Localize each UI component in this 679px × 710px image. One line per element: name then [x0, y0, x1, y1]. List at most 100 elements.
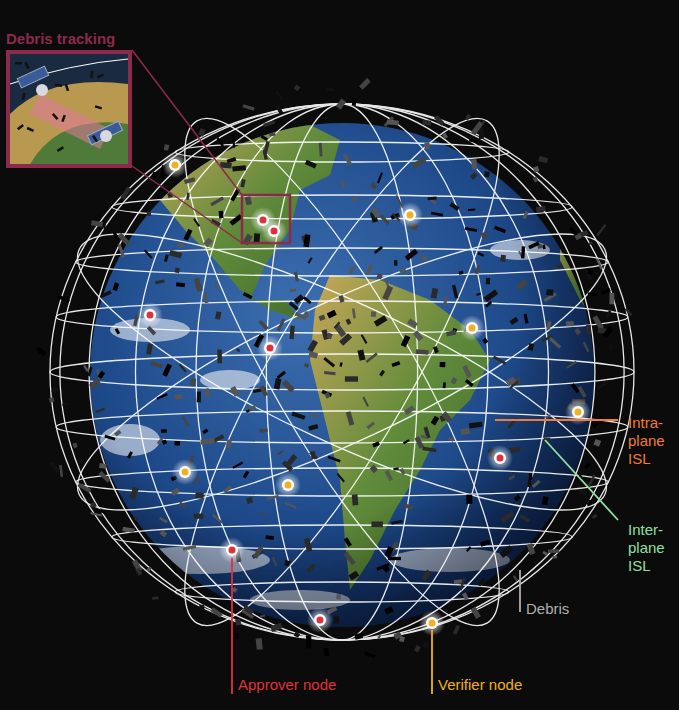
- debris-piece: [289, 289, 296, 292]
- debris-piece: [352, 196, 357, 201]
- debris-piece: [36, 346, 47, 356]
- debris-piece: [416, 349, 429, 354]
- debris-piece: [272, 557, 277, 567]
- debris-piece: [552, 556, 557, 559]
- inset-frame: [6, 50, 132, 168]
- debris-piece: [294, 84, 301, 91]
- orbit-plane: [89, 104, 595, 640]
- debris-piece: [183, 545, 197, 551]
- debris-piece: [309, 451, 318, 459]
- debris-piece: [486, 278, 490, 284]
- debris-piece: [500, 511, 514, 522]
- debris-piece: [403, 439, 410, 444]
- debris-piece: [382, 565, 390, 573]
- debris-piece: [197, 391, 201, 402]
- debris-piece: [413, 330, 423, 341]
- debris-piece: [352, 308, 356, 318]
- debris-piece: [448, 437, 454, 442]
- debris-piece: [174, 441, 180, 445]
- orbit-grid: [50, 86, 635, 658]
- debris-piece: [371, 521, 383, 527]
- node-type-label: Verifier node: [438, 676, 522, 694]
- isl-label: Intra- plane ISL: [628, 414, 676, 468]
- verifier-satellite: [466, 322, 478, 334]
- debris-piece: [574, 233, 581, 240]
- verifier-satellite: [169, 159, 181, 171]
- debris-piece: [493, 355, 506, 364]
- debris-piece: [344, 537, 352, 547]
- debris-piece: [183, 229, 192, 241]
- debris-piece: [277, 318, 286, 331]
- node-glow: [172, 459, 198, 485]
- debris-piece: [210, 196, 224, 206]
- debris-piece: [393, 467, 399, 470]
- debris-piece: [500, 545, 514, 558]
- debris-piece: [421, 569, 431, 581]
- approver-satellite-core: [317, 617, 324, 624]
- debris-piece: [532, 480, 541, 488]
- debris-piece: [334, 322, 341, 329]
- debris-piece: [578, 489, 588, 497]
- debris-piece: [414, 645, 421, 652]
- debris-piece: [536, 206, 546, 212]
- debris-piece: [90, 512, 102, 517]
- debris-piece: [277, 371, 286, 379]
- debris-piece: [449, 202, 459, 211]
- debris-piece: [471, 607, 481, 619]
- debris-piece: [446, 330, 456, 336]
- node-glow: [565, 399, 591, 425]
- debris-piece: [374, 315, 388, 327]
- verifier-satellite: [282, 479, 294, 491]
- debris-piece: [357, 349, 365, 360]
- debris-piece: [199, 605, 204, 610]
- debris-piece: [465, 379, 474, 387]
- debris-piece: [227, 157, 237, 163]
- debris-piece: [601, 288, 611, 295]
- debris-piece: [586, 325, 591, 334]
- debris-piece: [17, 124, 24, 130]
- inset-panel: Debris tracking: [6, 30, 132, 168]
- debris-piece: [609, 293, 614, 304]
- debris-piece: [427, 196, 436, 200]
- debris-piece: [391, 520, 403, 525]
- debris-piece: [22, 93, 26, 100]
- debris-piece: [307, 257, 312, 264]
- debris-piece: [146, 566, 151, 572]
- debris-piece: [90, 502, 96, 508]
- debris-piece: [99, 463, 107, 469]
- debris-piece: [328, 456, 341, 463]
- debris-piece: [254, 233, 260, 242]
- debris-piece: [460, 577, 466, 590]
- debris-piece: [134, 174, 140, 179]
- debris-piece: [294, 272, 299, 282]
- debris-piece: [236, 348, 241, 352]
- debris-piece: [174, 394, 182, 400]
- debris-piece: [346, 411, 354, 426]
- zoom-line: [132, 166, 242, 243]
- debris-piece: [243, 104, 255, 111]
- debris-piece: [99, 471, 111, 483]
- debris-piece: [465, 227, 477, 232]
- leader-line: [231, 558, 233, 694]
- isl-label: Inter- plane ISL: [628, 521, 676, 575]
- debris-piece: [232, 135, 235, 148]
- debris-piece: [574, 328, 581, 335]
- debris-piece: [352, 494, 359, 505]
- debris-piece: [95, 105, 102, 109]
- node-glow: [162, 152, 188, 178]
- debris-piece: [407, 318, 418, 328]
- debris-piece: [424, 143, 429, 150]
- approver-satellite-core: [267, 345, 274, 352]
- verifier-satellite: [426, 617, 438, 629]
- debris-piece: [478, 578, 486, 586]
- debris-piece: [533, 166, 539, 173]
- debris-piece: [336, 98, 347, 109]
- debris-piece: [606, 310, 612, 319]
- debris-piece: [348, 571, 359, 581]
- debris-piece: [203, 237, 213, 247]
- debris-piece: [501, 548, 508, 555]
- debris-piece: [333, 616, 339, 623]
- debris-piece: [421, 435, 428, 440]
- verifier-satellite-core: [575, 409, 582, 416]
- debris-piece: [101, 290, 111, 297]
